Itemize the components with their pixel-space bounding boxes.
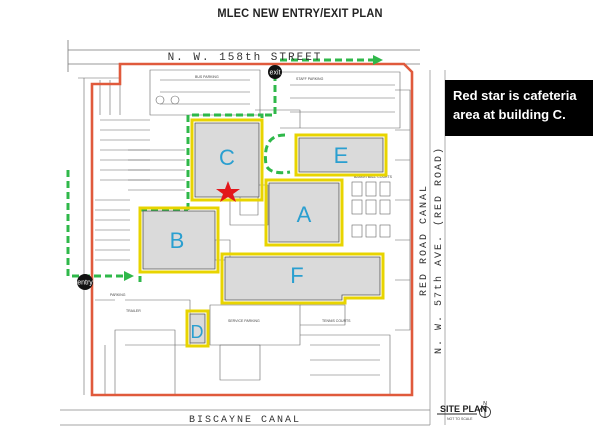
- route-arrow-east-top: [373, 55, 383, 65]
- page-title: MLEC NEW ENTRY/EXIT PLAN: [217, 6, 383, 20]
- east-avenue-label: N. W. 57th AVE. (RED ROAD): [433, 146, 445, 354]
- building-c-label: C: [219, 145, 235, 170]
- site-plan-label: SITE PLAN: [440, 404, 487, 414]
- building-d: [189, 313, 206, 344]
- site-boundary: [90, 62, 414, 397]
- site-plan-legend: SITE PLAN NOT TO SCALE N: [437, 401, 491, 421]
- building-a-outline: [264, 178, 344, 247]
- service-parking-label: SERVICE PARKING: [228, 319, 260, 323]
- building-outlines: [138, 118, 388, 348]
- site-plan-note: NOT TO SCALE: [447, 417, 473, 421]
- building-a: [268, 182, 340, 243]
- building-c: [194, 122, 260, 198]
- building-f: [224, 256, 381, 301]
- building-e-outline: [294, 133, 388, 177]
- exit-label: exit: [270, 70, 281, 77]
- building-d-outline: [185, 309, 210, 348]
- building-b-outline: [138, 206, 220, 274]
- cafeteria-callout: Red star is cafeteria area at building C…: [445, 80, 593, 136]
- north-street-label: N. W. 158th STREET: [168, 52, 323, 64]
- building-d-label: D: [191, 322, 204, 342]
- building-labels: C E A B F D: [170, 143, 349, 342]
- building-shapes: [142, 122, 384, 344]
- exit-marker: exit: [268, 65, 282, 79]
- building-f-outline: [220, 252, 385, 305]
- basketball-courts: [351, 181, 391, 238]
- small-labels: BUS PARKING STAFF PARKING BASKETBALL COU…: [110, 75, 393, 323]
- building-b-label: B: [170, 228, 185, 253]
- south-canal-label: BISCAYNE CANAL: [189, 415, 301, 426]
- route-arrow-east-entry: [124, 271, 134, 281]
- bus-parking-label: BUS PARKING: [195, 75, 219, 79]
- cafeteria-star-icon: [216, 181, 240, 202]
- building-e-label: E: [334, 143, 349, 168]
- tennis-courts-label: TENNIS COURTS: [322, 319, 351, 323]
- building-a-label: A: [297, 202, 312, 227]
- entry-marker: entry: [77, 274, 93, 290]
- building-e: [298, 137, 384, 173]
- north-arrow-label: N: [483, 401, 487, 407]
- building-f-label: F: [290, 263, 303, 288]
- building-b: [142, 210, 216, 270]
- entry-label: entry: [77, 280, 93, 287]
- building-c-outline: [190, 118, 264, 202]
- east-canal-label: RED ROAD CANAL: [419, 184, 430, 296]
- trailer-label: TRAILER: [126, 309, 141, 313]
- basketball-courts-label: BASKETBALL COURTS: [354, 175, 393, 179]
- parking-label: PARKING: [110, 293, 126, 297]
- staff-parking-label: STAFF PARKING: [296, 77, 324, 81]
- site-drawing: [78, 69, 411, 396]
